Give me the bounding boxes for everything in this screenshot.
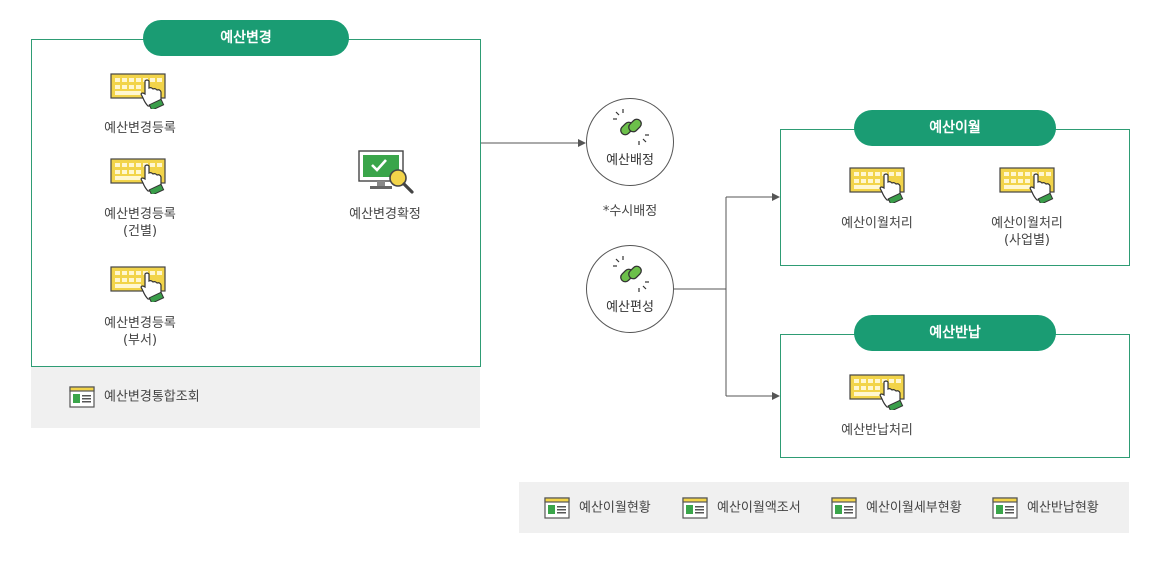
report-link-transfer-amount[interactable]: 예산이월액조서: [682, 497, 801, 520]
report-link-transfer-detail[interactable]: 예산이월세부현황: [831, 497, 962, 520]
budget-allocation-node[interactable]: 예산배정: [586, 98, 674, 186]
chain-link-icon: [613, 109, 649, 145]
budget-allocation-label: 예산배정: [606, 153, 654, 168]
budget-change-item-2-label: 예산변경등록 (건별): [104, 207, 176, 239]
keyboard-hand-icon[interactable]: [849, 167, 907, 207]
budget-change-item-3-label: 예산변경등록 (부서): [104, 316, 176, 348]
report-window-icon: [992, 497, 1018, 519]
chain-link-icon: [613, 256, 649, 292]
report-link-transfer-status[interactable]: 예산이월현황: [544, 497, 651, 520]
budget-change-report-link[interactable]: 예산변경통합조회: [69, 386, 200, 409]
budget-return-item-1-label: 예산반납처리: [841, 423, 913, 438]
budget-change-item-1-label: 예산변경등록: [104, 121, 176, 136]
budget-return-title: 예산반납: [854, 315, 1056, 351]
budget-compilation-node[interactable]: 예산편성: [586, 245, 674, 333]
budget-return-box: [780, 334, 1130, 458]
budget-compilation-label: 예산편성: [606, 300, 654, 315]
ad-hoc-allocation-note: *수시배정: [602, 204, 658, 219]
budget-change-title: 예산변경: [143, 20, 349, 56]
keyboard-hand-icon[interactable]: [849, 374, 907, 414]
keyboard-hand-icon[interactable]: [110, 158, 168, 198]
report-link-return-status[interactable]: 예산반납현황: [992, 497, 1099, 520]
keyboard-hand-icon[interactable]: [999, 167, 1057, 207]
budget-change-report-panel: [31, 367, 480, 428]
report-window-icon: [544, 497, 570, 519]
keyboard-hand-icon[interactable]: [110, 73, 168, 113]
reports-panel: [519, 482, 1129, 533]
monitor-magnifier-icon[interactable]: [358, 150, 418, 198]
budget-transfer-item-2-label: 예산이월처리 (사업별): [991, 216, 1063, 248]
budget-change-box: [31, 39, 481, 367]
keyboard-hand-icon[interactable]: [110, 266, 168, 306]
report-window-icon: [69, 386, 95, 408]
budget-transfer-item-1-label: 예산이월처리: [841, 216, 913, 231]
report-window-icon: [831, 497, 857, 519]
report-window-icon: [682, 497, 708, 519]
budget-transfer-box: [780, 129, 1130, 266]
budget-change-confirm-label: 예산변경확정: [349, 207, 421, 222]
budget-transfer-title: 예산이월: [854, 110, 1056, 146]
